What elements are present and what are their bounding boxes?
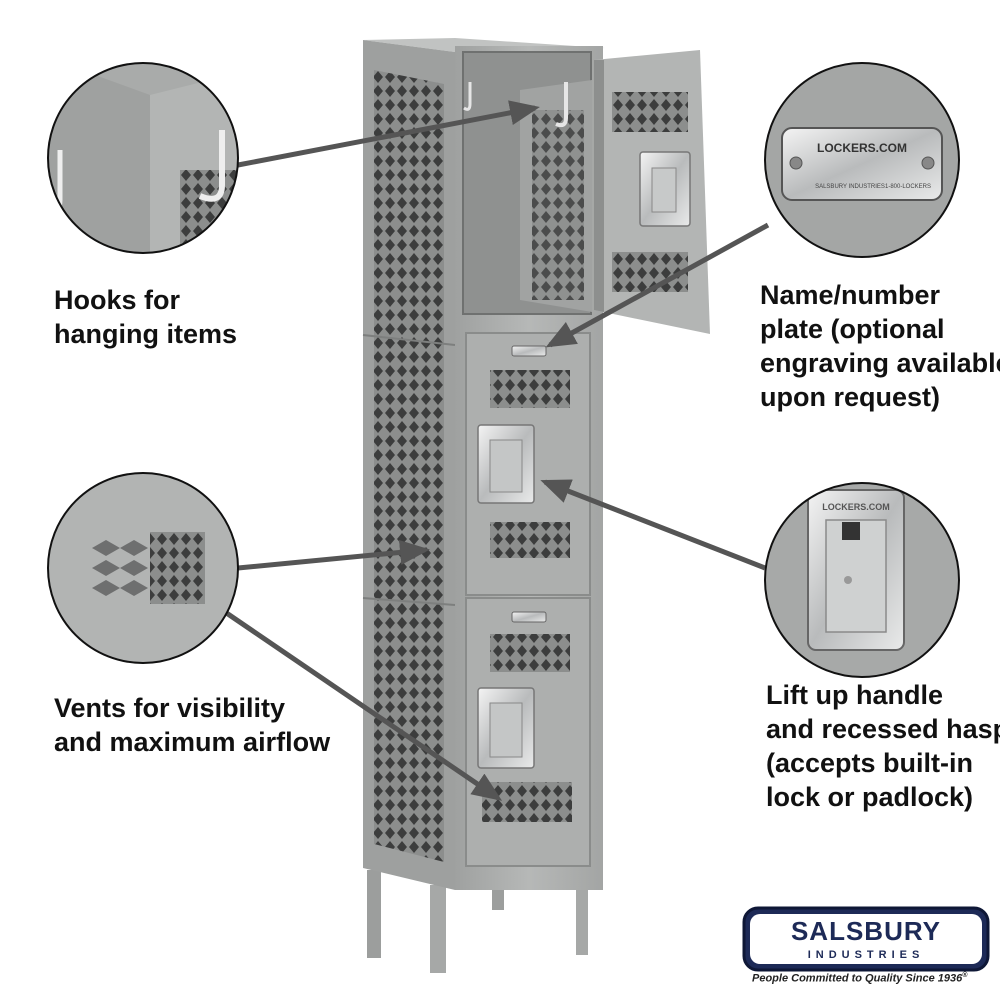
logo-name: SALSBURY [791,916,941,946]
callout-line: hanging items [54,319,238,349]
door-vent [490,370,570,408]
vents-callout: Vents for visibility and maximum airflow [54,691,330,759]
door-vent-top [612,92,688,132]
callout-line: Vents for visibility [54,693,286,723]
callout-line: and maximum airflow [54,727,331,757]
coat-hook [555,82,568,128]
registered-mark: ® [962,972,968,979]
vents-arrow-lower [223,609,503,801]
door-vent-bottom [612,252,688,292]
callout-line: engraving available [760,348,1000,378]
interior-vent-mesh [532,110,584,300]
callout-arrows [223,100,770,801]
callout-line: (accepts built-in [766,748,974,778]
plate-callout: Name/number plate (optional engraving av… [760,278,1000,414]
callout-line: plate (optional [760,314,945,344]
callout-line: Hooks for [54,285,181,315]
nameplate-inset: LOCKERS.COM SALSBURY INDUSTRIES 1-800-LO… [764,62,960,258]
door-vent [490,522,570,558]
callout-line: and recessed hasp [766,714,1000,744]
number-plate [511,611,547,623]
callout-line: lock or padlock) [766,782,974,812]
number-plate [511,345,547,357]
logo-tagline: People Committed to Quality Since 1936® [752,972,967,985]
logo-tagline-text: People Committed to Quality Since 1936 [752,972,963,985]
handle-inset: LOCKERS.COM [764,482,960,678]
hook-detail [198,130,225,202]
plate-phone-text: 1-800-LOCKERS [885,184,931,190]
locker [362,38,710,973]
hooks-callout: Hooks for hanging items [54,283,237,351]
salsbury-logo: SALSBURY INDUSTRIES [742,906,990,972]
callout-line: upon request) [760,382,940,412]
locker-leg [367,870,381,958]
locker-leg [430,885,446,973]
hooks-inset [47,62,239,254]
callout-line: Lift up handle [766,680,943,710]
hooks-arrow [237,100,540,168]
side-vent-mesh [374,70,444,862]
plate-arrow [545,222,770,348]
handle-callout: Lift up handle and recessed hasp (accept… [766,678,1000,814]
door-vent [490,634,570,672]
vents-inset [47,472,239,664]
vents-arrow-upper [237,539,430,571]
hasp-brand-text: LOCKERS.COM [822,502,890,512]
logo-sub: INDUSTRIES [808,949,925,961]
callout-line: Name/number [760,280,941,310]
plate-maker-text: SALSBURY INDUSTRIES [815,184,885,190]
handle-arrow [540,479,766,571]
plate-brand-text: LOCKERS.COM [817,141,907,155]
door-vent [482,782,572,822]
